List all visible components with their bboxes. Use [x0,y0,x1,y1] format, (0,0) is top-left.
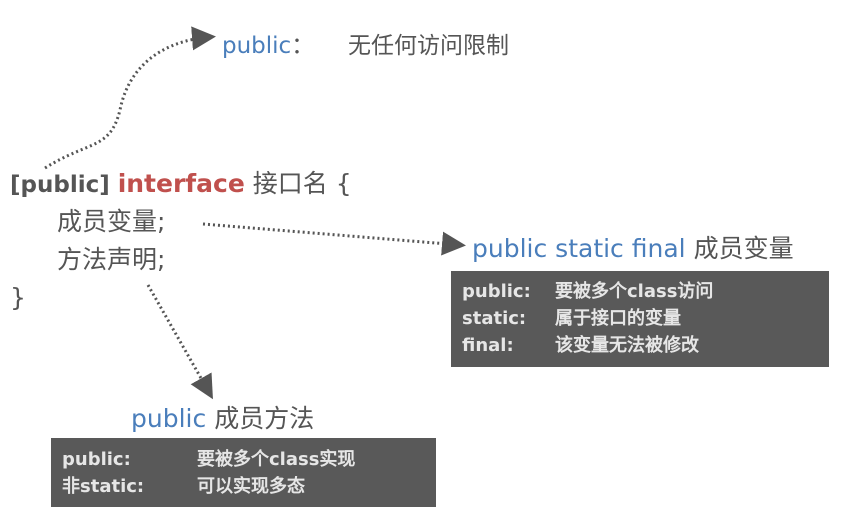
interface-name: 接口名 { [252,169,352,198]
interface-declaration: [public] interface 接口名 { [10,169,352,200]
row-desc: 该变量无法被修改 [555,335,699,356]
row-label: 非static: [62,476,145,497]
method-keywords: public [131,404,207,433]
row-label: static: [462,308,527,329]
row-label: final: [462,335,514,356]
method-note-title: public 成员方法 [131,399,314,435]
method-row-non-static: 非static: 可以实现多态 [51,473,436,500]
member-variable-line: 成员变量; [57,207,166,236]
interface-keyword: interface [117,169,245,198]
row-label: public: [62,449,131,470]
row-desc: 可以实现多态 [197,476,305,497]
arrow-to-method-note [146,284,213,400]
row-desc: 要被多个class实现 [197,449,356,470]
method-modifiers-box: public: 要被多个class实现 非static: 可以实现多态 [51,438,436,507]
variable-row-static: static: 属于接口的变量 [451,305,829,332]
arrow-to-variable-note [202,222,466,256]
colon: ： [291,33,315,59]
row-label: public: [462,281,531,302]
variable-keywords: public static final [472,234,686,263]
variable-row-final: final: 该变量无法被修改 [451,332,829,359]
public-modifier: [public] [10,172,110,198]
public-description: 无任何访问限制 [348,33,509,59]
closing-brace: } [10,283,26,312]
arrow-to-public-note [44,26,216,170]
public-keyword: public [222,33,292,59]
public-access-note: public： 无任何访问限制 [222,26,509,60]
row-desc: 要被多个class访问 [555,281,714,302]
method-title: 成员方法 [214,404,315,433]
method-row-public: public: 要被多个class实现 [51,446,436,473]
method-declaration-line: 方法声明; [57,245,166,274]
variable-modifiers-box: public: 要被多个class访问 static: 属于接口的变量 final:… [451,271,829,367]
variable-note-title: public static final 成员变量 [472,229,794,265]
variable-row-public: public: 要被多个class访问 [451,278,829,305]
variable-title: 成员变量 [693,234,794,263]
row-desc: 属于接口的变量 [555,308,681,329]
